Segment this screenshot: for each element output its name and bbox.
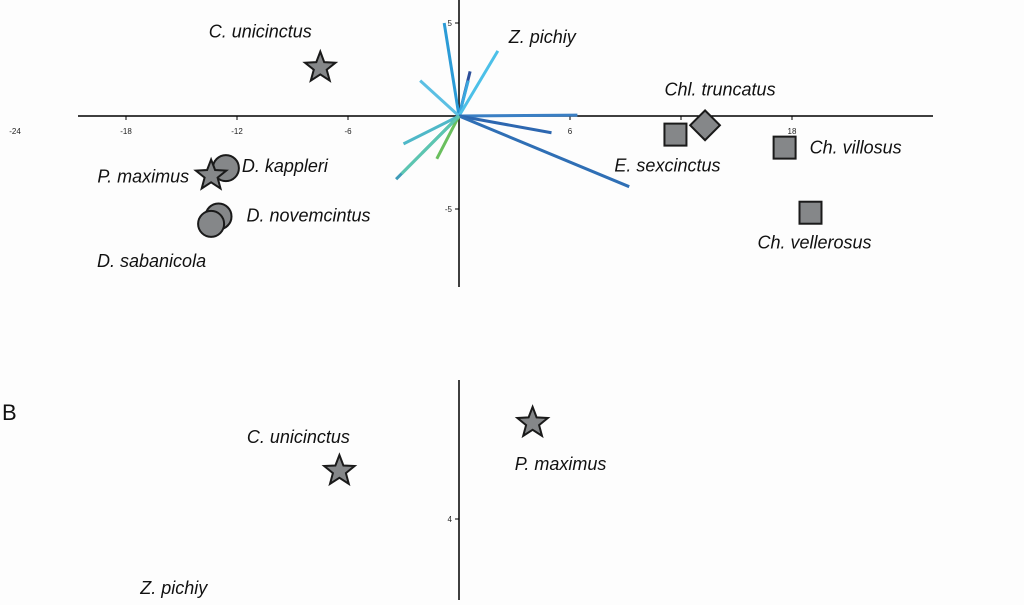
loading-vector — [435, 115, 461, 160]
loading-vector — [458, 114, 630, 189]
point-b-c-unicinctus — [321, 452, 358, 487]
species-label-d-kappleri: D. kappleri — [242, 156, 329, 176]
x-tick-label: -18 — [120, 127, 132, 136]
species-label-b-p-maximus: P. maximus — [515, 454, 607, 474]
point-c-unicinctus — [302, 48, 339, 83]
x-tick-label: -12 — [231, 127, 243, 136]
species-label-ch-vellerosus: Ch. vellerosus — [757, 233, 871, 253]
point-ch-villosus — [772, 135, 797, 160]
species-label-z-pichiy: Z. pichiy — [508, 27, 577, 47]
y-tick-label: -5 — [445, 205, 453, 214]
species-label-ch-villosus: Ch. villosus — [810, 138, 902, 158]
species-label-d-sabanicola: D. sabanicola — [97, 251, 206, 271]
species-label-e-sexcinctus: E. sexcinctus — [614, 156, 720, 176]
species-label-b-c-unicinctus: C. unicinctus — [247, 427, 350, 447]
x-tick-label: -6 — [344, 127, 352, 136]
panel-b-scatter: B 4 P. maximus C. unicinctus Z. pichiy — [2, 380, 606, 600]
species-label-d-novemcintus: D. novemcintus — [247, 205, 371, 225]
x-tick-label: 18 — [788, 127, 797, 136]
point-e-sexcinctus — [663, 122, 688, 147]
species-label-c-unicinctus: C. unicinctus — [209, 22, 312, 42]
loading-vector — [457, 50, 500, 117]
loading-vector — [442, 22, 461, 117]
loading-vector — [458, 114, 552, 135]
point-p-maximus — [193, 156, 229, 191]
point-chl-truncatus — [688, 109, 722, 142]
x-tick-label: 6 — [568, 127, 573, 136]
point-ch-vellerosus — [798, 200, 823, 225]
loading-vector — [457, 80, 470, 117]
point-b-p-maximus — [514, 404, 551, 439]
loading-vector — [400, 114, 461, 175]
panel-a-biplot: -24 -18 -12 -6 6 18 5 -5 C. unicinctus D. kappler… — [9, 0, 933, 287]
point-d-sabanicola — [197, 209, 226, 238]
loading-vector — [419, 79, 461, 118]
y-tick-label: 5 — [448, 19, 453, 28]
panel-b-letter: B — [2, 400, 17, 425]
x-tick-label: -24 — [9, 127, 21, 136]
loading-vector — [402, 114, 460, 146]
loading-vector — [458, 113, 578, 118]
y-tick-label: 4 — [448, 515, 453, 524]
species-label-b-z-pichiy: Z. pichiy — [139, 578, 208, 598]
species-label-chl-truncatus: Chl. truncatus — [665, 79, 776, 99]
species-label-p-maximus: P. maximus — [97, 167, 189, 187]
